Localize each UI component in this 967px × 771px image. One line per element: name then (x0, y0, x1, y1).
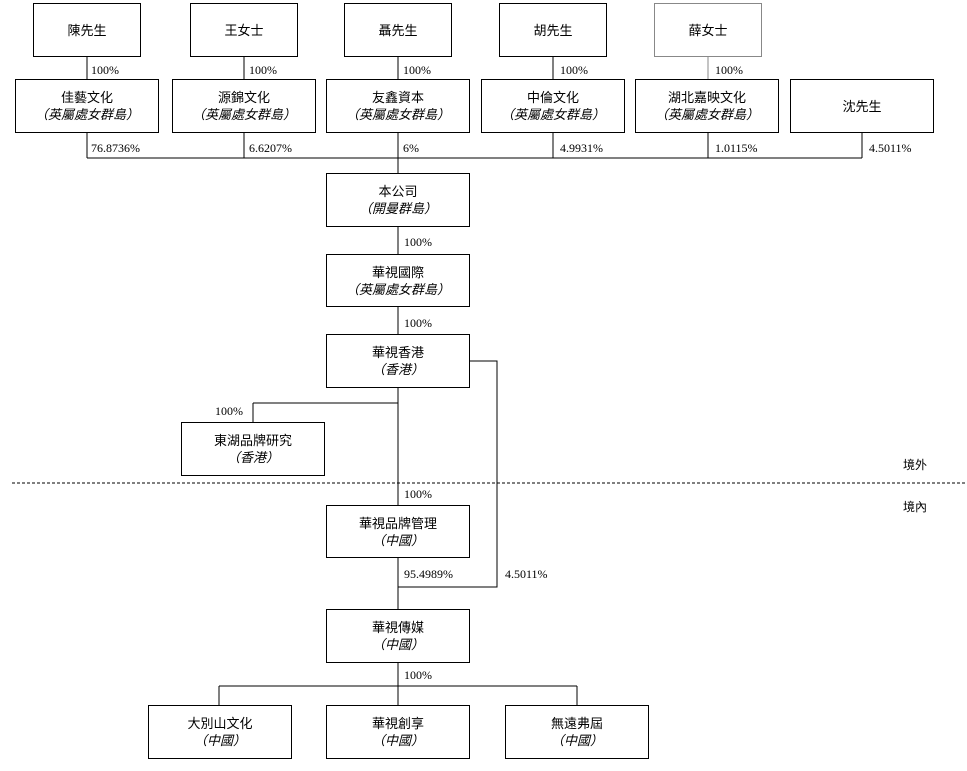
ownership-pct: 100% (715, 63, 743, 77)
subsidiary-box: 大別山文化 （中國） (148, 705, 292, 759)
company-box: 本公司 （開曼群島） (326, 173, 470, 227)
subsidiary-box: 華視品牌管理 （中國） (326, 505, 470, 558)
entity-jurisdiction: （中國） (371, 532, 424, 548)
entity-jurisdiction: （英屬處女群島） (500, 107, 605, 122)
entity-name: 本公司 (378, 184, 418, 199)
entity-jurisdiction: （香港） (371, 362, 424, 377)
entity-name: 華視香港 (371, 345, 424, 360)
holding-entity-box: 中倫文化 （英屬處女群島） (481, 79, 625, 133)
entity-jurisdiction: （英屬處女群島） (191, 107, 296, 122)
holding-entity-box: 源錦文化 （英屬處女群島） (172, 79, 316, 133)
ownership-pct: 95.4989% (404, 567, 453, 581)
shareholder-box: 陳先生 (33, 3, 141, 57)
shareholder-box: 聶先生 (344, 3, 452, 57)
shareholder-box: 胡先生 (499, 3, 607, 57)
entity-name: 湖北嘉映文化 (667, 90, 746, 105)
shareholder-box: 薛女士 (654, 3, 762, 57)
shareholder-name: 王女士 (224, 22, 264, 38)
entity-name: 華視傳媒 (371, 620, 424, 635)
ownership-pct: 100% (215, 404, 243, 418)
ownership-pct: 6% (403, 141, 419, 155)
ownership-pct: 4.5011% (869, 141, 912, 155)
ownership-pct: 100% (404, 668, 432, 682)
ownership-pct: 76.8736% (91, 141, 140, 155)
subsidiary-box: 華視國際 （英屬處女群島） (326, 254, 470, 307)
entity-jurisdiction: （中國） (550, 733, 603, 748)
ownership-pct: 1.0115% (715, 141, 758, 155)
entity-name: 中倫文化 (526, 90, 579, 105)
ownership-pct: 100% (403, 63, 431, 77)
shareholder-box: 王女士 (190, 3, 298, 57)
entity-name: 華視國際 (371, 264, 424, 280)
entity-jurisdiction: （英屬處女群島） (345, 281, 450, 297)
entity-jurisdiction: （英屬處女群島） (34, 107, 139, 122)
holding-entity-box: 湖北嘉映文化 （英屬處女群島） (635, 79, 779, 133)
entity-jurisdiction: （英屬處女群島） (345, 107, 450, 122)
holding-entity-box: 沈先生 (790, 79, 934, 133)
entity-name: 華視創享 (371, 716, 424, 731)
ownership-pct: 4.9931% (560, 141, 603, 155)
subsidiary-box: 華視傳媒 （中國） (326, 609, 470, 663)
entity-name: 東湖品牌研究 (213, 433, 292, 448)
entity-name: 源錦文化 (217, 90, 270, 105)
entity-jurisdiction: （中國） (193, 733, 246, 748)
subsidiary-box: 華視創享 （中國） (326, 705, 470, 759)
subsidiary-box: 無遠弗屆 （中國） (505, 705, 649, 759)
ownership-pct: 100% (560, 63, 588, 77)
entity-name: 無遠弗屆 (550, 716, 603, 731)
region-label-onshore: 境內 (903, 500, 928, 514)
connector-line (398, 360, 498, 588)
region-label-offshore: 境外 (903, 458, 928, 472)
ownership-pct: 100% (404, 487, 432, 501)
entity-name: 佳藝文化 (60, 90, 113, 105)
entity-name: 友鑫資本 (371, 90, 424, 105)
entity-jurisdiction: （香港） (226, 450, 279, 465)
entity-jurisdiction: （中國） (371, 733, 424, 748)
entity-name: 沈先生 (842, 98, 882, 114)
ownership-pct: 100% (91, 63, 119, 77)
shareholder-name: 陳先生 (67, 22, 107, 38)
ownership-pct: 100% (249, 63, 277, 77)
ownership-pct: 100% (404, 316, 432, 330)
shareholder-name: 胡先生 (533, 22, 573, 38)
ownership-pct: 6.6207% (249, 141, 292, 155)
subsidiary-box: 東湖品牌研究 （香港） (181, 422, 325, 476)
entity-name: 華視品牌管理 (358, 515, 437, 531)
entity-name: 大別山文化 (187, 716, 253, 731)
shareholder-name: 薛女士 (688, 22, 728, 38)
entity-jurisdiction: （開曼群島） (358, 201, 437, 216)
holding-entity-box: 佳藝文化 （英屬處女群島） (15, 79, 159, 133)
shareholder-name: 聶先生 (378, 22, 418, 38)
ownership-pct: 4.5011% (505, 567, 548, 581)
entity-jurisdiction: （英屬處女群島） (654, 107, 759, 122)
ownership-pct: 100% (404, 235, 432, 249)
holding-entity-box: 友鑫資本 （英屬處女群島） (326, 79, 470, 133)
entity-jurisdiction: （中國） (371, 637, 424, 652)
subsidiary-box: 華視香港 （香港） (326, 334, 470, 388)
